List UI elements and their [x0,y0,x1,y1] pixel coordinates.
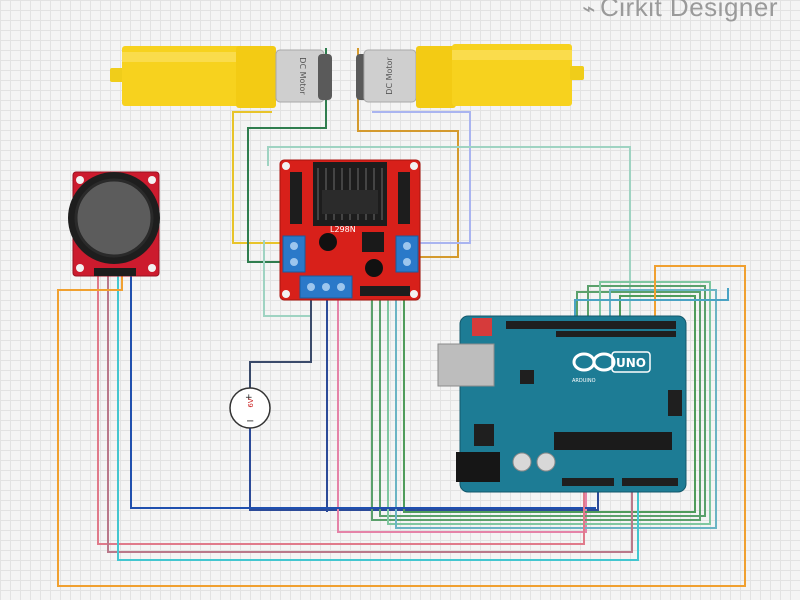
arduino-uno[interactable]: ARDUINO UNO [437,315,687,493]
wire-in2[interactable] [379,285,706,517]
terminal-power[interactable] [299,275,353,299]
terminal-out34[interactable] [395,235,419,273]
analog-header-bottom[interactable] [562,478,614,486]
joystick-hole-tr [148,176,156,184]
uno-badge [611,351,651,373]
motor-left-gearbox [236,46,276,108]
arduino-infinity-logo-icon [572,352,616,372]
motor-left-shaft [110,68,124,82]
wire-ena[interactable] [267,146,631,318]
wire-joystick-vrx[interactable] [107,276,633,553]
driver-logic-header[interactable] [360,286,410,296]
power-jack [456,452,500,482]
driver-regulator [362,232,384,252]
l298n-motor-driver[interactable]: L298N [279,159,421,301]
wire-motor-right-b[interactable] [372,111,471,244]
uno-label: UNO [616,356,646,370]
driver-capacitor-left [319,233,337,251]
joystick-module[interactable] [68,171,160,277]
wire-joystick-vcc[interactable] [97,276,585,545]
dc-motor-left[interactable]: DC Motor [110,46,332,108]
wire-joystick-sw[interactable] [57,265,746,587]
dc-motor-right[interactable]: DC Motor [356,44,584,108]
joystick-hole-bl [76,264,84,272]
driver-mount-hole-br [410,290,418,298]
joystick-pin-header [94,268,136,276]
motor-left-label: DC Motor [298,57,307,95]
battery-minus-label: − [246,416,254,427]
battery-value-label: 6V [247,398,255,407]
terminal-out12[interactable] [282,235,306,273]
small-chip [520,370,534,384]
motor-right-shaft [570,66,584,80]
battery-body [229,387,271,429]
digital-header-top[interactable] [506,321,676,329]
power-header-bottom[interactable] [622,478,678,486]
motor-right-gearbox [416,46,456,108]
cirkit-designer-watermark: ⌁Cirkit Designer [582,0,778,23]
driver-chip-label: L298N [330,225,356,234]
motor-left-body-highlight [122,52,244,62]
driver-mount-hole-tl [282,162,290,170]
wire-in1[interactable] [371,291,701,521]
cirkit-logo-icon: ⌁ [582,0,596,21]
usb-connector [437,343,495,387]
driver-capacitor-right [365,259,383,277]
joystick-knob[interactable] [74,178,154,258]
battery-6v[interactable]: + − 6V [229,387,271,429]
wire-battery-plus[interactable] [249,298,312,390]
motor-right-label: DC Motor [385,57,394,95]
joystick-hole-br [148,264,156,272]
wire-enb[interactable] [263,240,311,317]
capacitor-2 [536,452,556,472]
watermark-text: Cirkit Designer [600,0,778,22]
driver-pin-strip-left [290,172,302,224]
wire-in4[interactable] [395,289,717,529]
driver-pin-strip-right [398,172,410,224]
motor-right-body-highlight [452,50,572,60]
battery-plus-label: + [245,393,253,403]
motor-left-endcap [318,54,332,100]
wire-sw-teal[interactable] [574,288,729,318]
wire-joystick-vry[interactable] [117,276,639,561]
driver-mount-hole-tr [410,162,418,170]
icsp-header[interactable] [668,390,682,416]
atmega-chip [554,432,672,450]
capacitor-1 [512,452,532,472]
wires [57,48,746,587]
joystick-hole-tl [76,176,84,184]
wire-in3[interactable] [387,281,711,525]
wire-battery-minus[interactable] [249,428,599,511]
driver-chip [322,190,378,214]
wire-motor-left-a[interactable] [232,111,287,244]
regulator [474,424,494,446]
wire-joystick-gnd[interactable] [130,276,596,509]
arduino-model-label: ARDUINO [572,378,596,384]
wire-motor-right-a[interactable] [357,48,459,258]
reset-button[interactable] [472,318,492,336]
digital-header-top-2[interactable] [556,331,676,337]
driver-mount-hole-bl [282,290,290,298]
wire-motor-left-b[interactable] [247,48,327,263]
